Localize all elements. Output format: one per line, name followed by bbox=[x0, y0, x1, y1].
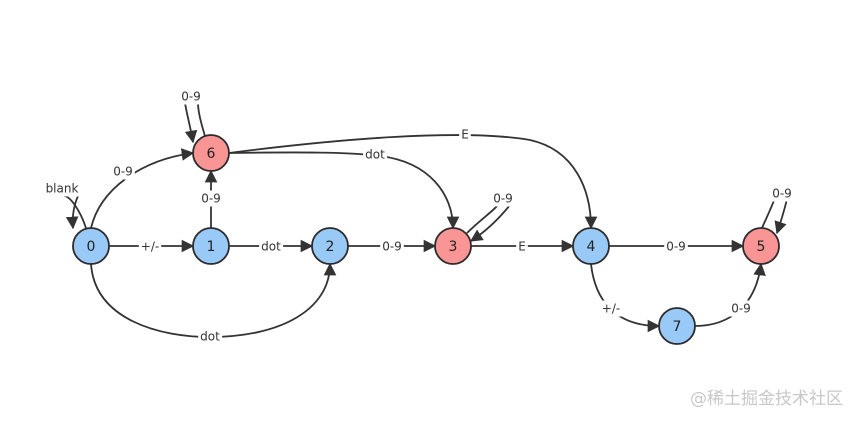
edge-label-background bbox=[729, 300, 753, 317]
edge-6-to-4 bbox=[228, 134, 598, 230]
state-node-label-7: 7 bbox=[673, 319, 682, 335]
nodes-layer: 0 1 2 3 4 5 6 7 bbox=[72, 134, 780, 345]
edge-label-3-to-3: 0-9 bbox=[493, 192, 513, 206]
edge-label-background bbox=[111, 163, 135, 180]
edge-label-2-to-3: 0-9 bbox=[382, 240, 402, 254]
edge-label-background bbox=[259, 238, 284, 255]
edge-label-0-to-0: blank bbox=[46, 182, 79, 196]
edge-label-background bbox=[380, 238, 404, 255]
edge-0-to-0 bbox=[65, 195, 79, 230]
edges-layer bbox=[63, 102, 789, 338]
edge-label-background bbox=[198, 328, 223, 345]
edge-label-4-to-7: +/- bbox=[602, 302, 620, 316]
edge-label-7-to-5: 0-9 bbox=[731, 302, 751, 316]
edge-label-3-to-4: E bbox=[518, 240, 526, 254]
edge-label-5-to-5: 0-9 bbox=[772, 187, 792, 201]
edge-label-background bbox=[491, 190, 515, 207]
edge-0-to-2 bbox=[90, 262, 337, 338]
state-node-label-5: 5 bbox=[757, 239, 766, 255]
state-node-label-0: 0 bbox=[87, 239, 96, 255]
edge-label-background bbox=[43, 180, 81, 197]
edge-6-to-6 bbox=[197, 102, 206, 137]
state-node-1 bbox=[192, 227, 230, 265]
edge-label-background bbox=[516, 238, 528, 255]
edge-7-to-5 bbox=[694, 262, 766, 327]
edge-6-to-3 bbox=[228, 151, 460, 230]
watermark: @稀土掘金技术社区 bbox=[690, 389, 843, 409]
edge-label-background bbox=[199, 190, 223, 207]
edge-4-to-7 bbox=[590, 263, 661, 333]
edge-label-background bbox=[179, 88, 203, 105]
edge-label-6-to-3: dot bbox=[365, 148, 385, 162]
edge-label-0-to-1: +/- bbox=[141, 240, 159, 254]
state-node-label-6: 6 bbox=[207, 146, 216, 162]
edge-label-background bbox=[664, 238, 688, 255]
edge-label-background bbox=[459, 126, 471, 143]
edge-label-0-to-6: 0-9 bbox=[113, 165, 133, 179]
edge-3-to-3 bbox=[469, 204, 511, 242]
edge-label-background bbox=[770, 185, 794, 202]
edge-label-1-to-2: dot bbox=[261, 240, 281, 254]
state-node-2 bbox=[311, 227, 349, 265]
edge-label-6-to-4: E bbox=[461, 128, 469, 142]
state-node-3 bbox=[434, 227, 472, 265]
state-node-7 bbox=[658, 307, 696, 345]
edge-label-6-to-6: 0-9 bbox=[181, 90, 201, 104]
state-node-label-1: 1 bbox=[207, 239, 216, 255]
edge-0-to-0 bbox=[63, 195, 87, 229]
state-node-label-4: 4 bbox=[587, 239, 596, 255]
edge-3-to-3 bbox=[466, 204, 499, 234]
state-node-4 bbox=[572, 227, 610, 265]
edge-6-to-6 bbox=[184, 102, 198, 144]
edge-label-background bbox=[363, 146, 388, 163]
edge-0-to-6 bbox=[90, 148, 195, 229]
edge-label-0-to-2: dot bbox=[200, 330, 220, 344]
edge-label-background bbox=[138, 238, 162, 255]
state-node-5 bbox=[742, 227, 780, 265]
state-node-0 bbox=[72, 227, 110, 265]
state-node-label-3: 3 bbox=[449, 239, 458, 255]
state-node-6 bbox=[192, 134, 230, 172]
state-node-label-2: 2 bbox=[326, 239, 335, 255]
edge-label-4-to-5: 0-9 bbox=[666, 240, 686, 254]
edge-label-background bbox=[599, 300, 623, 317]
edge-label-1-to-6: 0-9 bbox=[201, 192, 221, 206]
